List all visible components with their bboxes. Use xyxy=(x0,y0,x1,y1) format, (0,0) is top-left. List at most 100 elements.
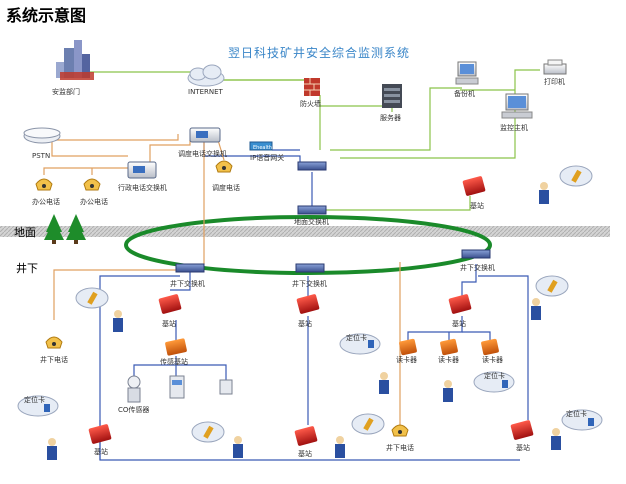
underground-links xyxy=(53,140,529,461)
label-backup: 备份机 xyxy=(454,89,475,98)
cloud-icon xyxy=(535,275,569,297)
label-admin-switch: 行政电话交换机 xyxy=(118,183,167,192)
cloud-icon xyxy=(473,371,515,393)
cloud-icon xyxy=(351,413,385,435)
label-server: 服务器 xyxy=(380,113,401,122)
ground-band xyxy=(0,226,610,237)
base-station-icon xyxy=(448,294,472,314)
gateway-brand: Ehealth xyxy=(253,145,272,151)
cloud-icon xyxy=(561,409,603,431)
miner-icon xyxy=(551,428,561,450)
label-sensor-base: 传感基站 xyxy=(160,357,188,366)
sensor-base-icon xyxy=(165,338,187,356)
base-station-icon xyxy=(510,420,534,440)
tree-icon xyxy=(66,214,86,244)
label-switch-right: 井下交换机 xyxy=(460,263,495,272)
base-station-icon xyxy=(158,294,182,314)
zone-ground: 地面 xyxy=(14,226,36,239)
phone-icon xyxy=(215,160,233,173)
miner-icon xyxy=(443,380,453,402)
miner-icon xyxy=(113,310,123,332)
label-voip-gateway: IP语音网关 xyxy=(250,153,284,162)
label-internet: INTERNET xyxy=(188,88,224,96)
label-reader-3: 读卡器 xyxy=(482,355,503,364)
page-heading: 系统示意图 xyxy=(6,6,87,25)
cloud-icon xyxy=(75,287,109,309)
miner-icon xyxy=(335,436,345,458)
building-icon xyxy=(56,40,94,80)
base-station-icon xyxy=(88,424,112,444)
cloud-icon xyxy=(17,395,59,417)
label-dispatch-phone: 调度电话 xyxy=(212,183,240,192)
card-reader-icon xyxy=(440,338,458,356)
miner-icon xyxy=(379,372,389,394)
label-locator-card-4: 定位卡 xyxy=(566,409,587,418)
switch-icon xyxy=(175,263,205,273)
sensor-icon xyxy=(169,375,185,399)
label-base-mid-top: 基站 xyxy=(298,319,312,328)
switch-icon xyxy=(297,205,327,215)
label-co-sensor: CO传感器 xyxy=(118,405,149,414)
sensor-icon xyxy=(219,379,233,395)
label-pstn: PSTN xyxy=(32,152,50,160)
card-reader-icon xyxy=(399,338,417,356)
printer-icon xyxy=(543,59,567,75)
cloud-icon xyxy=(191,421,225,443)
label-underground-phone-bottom: 井下电话 xyxy=(386,443,414,452)
pbx-icon xyxy=(127,161,157,179)
gateway-icon: Ehealth xyxy=(249,141,273,151)
label-monitor-host: 监控主机 xyxy=(500,123,528,132)
label-reader-1: 读卡器 xyxy=(396,355,417,364)
label-base-right-top: 基站 xyxy=(452,319,466,328)
label-base-bottom-mid: 基站 xyxy=(298,449,312,458)
phone-icon xyxy=(35,178,53,191)
tree-icon xyxy=(44,214,64,244)
miner-icon xyxy=(539,182,549,204)
label-switch-left: 井下交换机 xyxy=(170,279,205,288)
phone-icon xyxy=(391,424,409,437)
computer-icon xyxy=(455,61,479,85)
label-reader-2: 读卡器 xyxy=(438,355,459,364)
label-printer: 打印机 xyxy=(544,77,565,86)
cloud-icon xyxy=(187,64,225,87)
firewall-icon xyxy=(304,78,320,96)
cloud-icon xyxy=(559,165,593,187)
diagram-title: 翌日科技矿井安全综合监测系统 xyxy=(228,46,411,60)
label-locator-card-2: 定位卡 xyxy=(484,371,505,380)
label-ground-base-station: 基站 xyxy=(470,201,484,210)
server-icon xyxy=(382,84,402,108)
switch-icon xyxy=(295,263,325,273)
switch-icon xyxy=(461,249,491,259)
miner-icon xyxy=(47,438,57,460)
miner-icon xyxy=(531,298,541,320)
label-underground-phone-left: 井下电话 xyxy=(40,355,68,364)
computer-icon xyxy=(501,93,533,119)
miner-icon xyxy=(233,436,243,458)
phone-icon xyxy=(45,336,63,349)
ring-network xyxy=(124,215,492,275)
label-switch-mid: 井下交换机 xyxy=(292,279,327,288)
label-base-bottom-right: 基站 xyxy=(516,443,530,452)
pbx-icon xyxy=(189,127,221,143)
base-station-icon xyxy=(462,176,486,196)
label-office-phone-2: 办公电话 xyxy=(80,197,108,206)
cloud-icon xyxy=(339,333,381,355)
base-station-icon xyxy=(296,294,320,314)
label-locator-card-1: 定位卡 xyxy=(346,333,367,342)
label-office-phone-1: 办公电话 xyxy=(32,197,60,206)
label-base-left-top: 基站 xyxy=(162,319,176,328)
label-supervision: 安监部门 xyxy=(52,87,80,96)
co-sensor-icon xyxy=(127,375,141,403)
label-dispatch-switch: 调度电话交换机 xyxy=(178,149,227,158)
label-locator-card-3: 定位卡 xyxy=(24,395,45,404)
switch-icon xyxy=(297,161,327,171)
label-firewall: 防火墙 xyxy=(300,99,321,108)
phone-icon xyxy=(83,178,101,191)
pstn-icon xyxy=(23,127,61,144)
zone-underground: 井下 xyxy=(16,261,38,275)
base-station-icon xyxy=(294,426,318,446)
label-ground-switch: 地面交换机 xyxy=(294,217,329,226)
label-base-bottom-left: 基站 xyxy=(94,447,108,456)
card-reader-icon xyxy=(481,338,499,356)
